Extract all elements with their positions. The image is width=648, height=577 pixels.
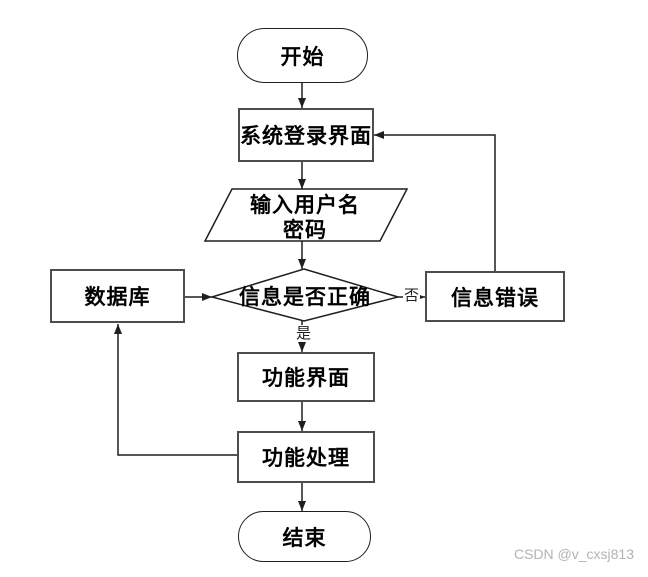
edge-function-process-to-database [114, 324, 237, 456]
edge-label-no: 否 [403, 286, 421, 304]
node-error-label: 信息错误 [451, 284, 539, 310]
decision-label-text: 信息是否正确 [239, 283, 371, 309]
edge-label-yes: 是 [295, 324, 313, 342]
node-function-ui-label: 功能界面 [262, 365, 350, 390]
csdn-watermark: CSDN @v_cxsj813 [513, 546, 634, 562]
node-decision-label: 信息是否正确 [212, 281, 398, 311]
node-start-label: 开始 [280, 43, 325, 69]
node-login-screen-label: 系统登录界面 [240, 123, 372, 148]
node-database: 数据库 [50, 269, 185, 323]
node-error: 信息错误 [425, 271, 565, 322]
node-end-label: 结束 [282, 524, 327, 550]
node-function-process-label: 功能处理 [262, 445, 350, 470]
node-end: 结束 [238, 511, 371, 562]
input-line1: 输入用户名 [250, 192, 360, 217]
input-parallelogram-shape [203, 188, 409, 242]
decision-diamond-shape [209, 268, 401, 322]
node-start: 开始 [237, 28, 368, 83]
node-database-label: 数据库 [84, 284, 151, 309]
node-login-screen: 系统登录界面 [238, 108, 374, 162]
node-function-process: 功能处理 [237, 431, 375, 483]
node-input-credentials-label: 输入用户名 密码 [222, 192, 388, 242]
input-line2: 密码 [283, 217, 327, 242]
node-function-ui: 功能界面 [237, 352, 375, 402]
edge-error-to-login [374, 131, 496, 271]
